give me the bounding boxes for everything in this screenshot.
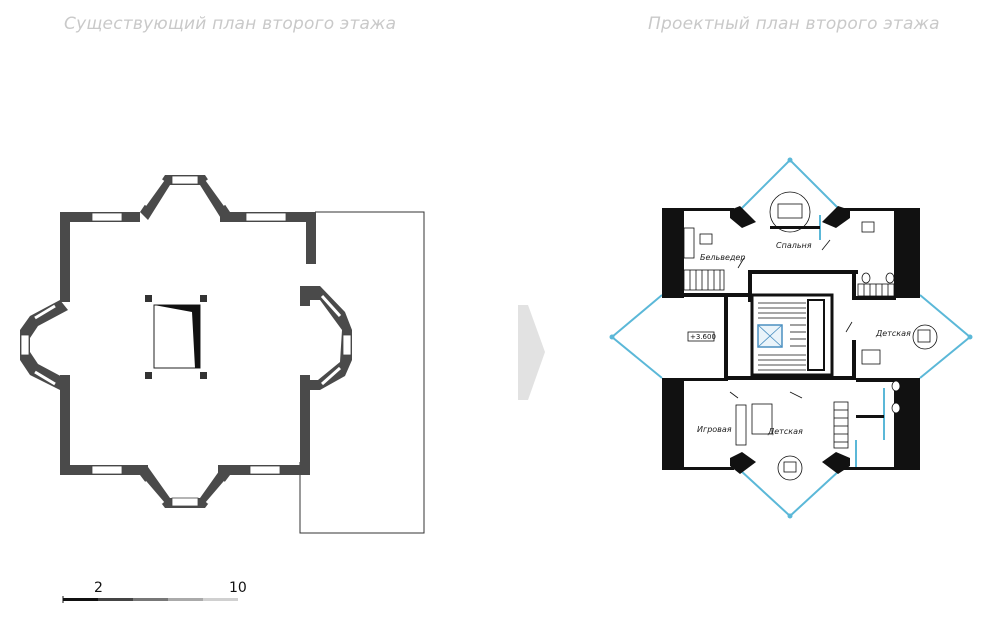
- existing-bay-right: [300, 286, 352, 390]
- proposed-walls: [662, 206, 920, 474]
- room-label-bedroom: Спальня: [776, 241, 812, 250]
- proposed-plan: +3.600 Бельведер Спальня Детская Игровая…: [609, 157, 973, 519]
- room-label-belvedere: Бельведер: [700, 253, 745, 262]
- scale-label-start: 2: [94, 580, 103, 596]
- belvedere-shelving: [683, 227, 725, 291]
- scale-label-end: 10: [229, 580, 247, 596]
- room-label-nursery-bottom: Детская: [767, 427, 803, 436]
- glazing-bay-bottom: [739, 469, 841, 518]
- existing-bay-left: [20, 300, 68, 390]
- level-mark-text: +3.600: [690, 333, 716, 341]
- existing-columns: [145, 295, 207, 379]
- furniture: [751, 191, 938, 481]
- glazing-bay-top: [739, 158, 841, 211]
- existing-bay-top: [140, 175, 230, 220]
- existing-annex-outline: [299, 211, 425, 534]
- existing-plan: [20, 175, 425, 534]
- level-mark: +3.600: [687, 331, 716, 342]
- glazing-bay-left: [610, 294, 663, 379]
- room-label-playroom: Игровая: [697, 425, 732, 434]
- room-label-nursery-right: Детская: [875, 329, 911, 338]
- existing-bay-bottom: [140, 467, 230, 508]
- glazing-corner-posts: [609, 157, 973, 519]
- proposed-plan-title: Проектный план второго этажа: [648, 14, 940, 34]
- right-closets: [735, 283, 895, 449]
- glazing-bay-right: [919, 294, 972, 379]
- transition-arrow-icon: [518, 305, 545, 400]
- stair-core: [750, 293, 834, 377]
- door-swings: [729, 239, 853, 399]
- existing-stair-opening: [153, 304, 201, 369]
- bathroom-fixtures: [861, 221, 901, 414]
- existing-windows: [91, 212, 287, 475]
- existing-plan-title: Существующий план второго этажа: [64, 14, 397, 34]
- scale-bar: 2 10: [62, 580, 247, 603]
